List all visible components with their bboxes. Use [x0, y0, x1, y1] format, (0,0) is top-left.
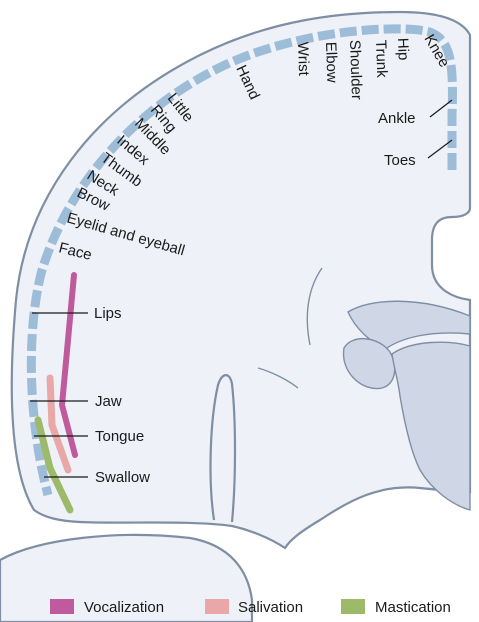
legend-swatch-vocalization	[50, 599, 74, 614]
legend: Vocalization Salivation Mastication	[50, 599, 451, 616]
label-wrist: Wrist	[294, 42, 312, 77]
label-swallow: Swallow	[95, 469, 150, 486]
hemisphere-section	[12, 12, 470, 548]
label-tongue: Tongue	[95, 428, 144, 445]
legend-label-salivation: Salivation	[238, 599, 303, 616]
label-elbow: Elbow	[322, 42, 340, 84]
label-jaw: Jaw	[95, 393, 122, 410]
label-toes: Toes	[384, 152, 416, 169]
label-hip: Hip	[394, 38, 412, 61]
legend-label-vocalization: Vocalization	[84, 599, 164, 616]
legend-swatch-salivation	[205, 599, 229, 614]
label-shoulder: Shoulder	[346, 40, 365, 101]
legend-label-mastication: Mastication	[375, 599, 451, 616]
label-ankle: Ankle	[378, 110, 416, 127]
legend-swatch-mastication	[341, 599, 365, 614]
label-lips: Lips	[94, 305, 122, 322]
label-trunk: Trunk	[372, 40, 390, 79]
